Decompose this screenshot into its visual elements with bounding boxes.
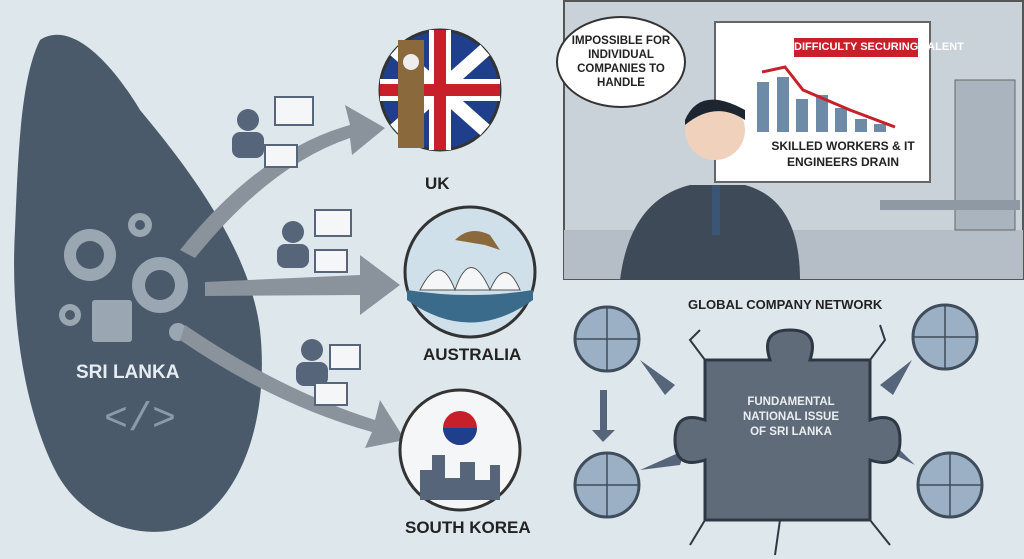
businessman	[620, 185, 800, 280]
server-icon	[92, 300, 132, 342]
south-korea-label: SOUTH KOREA	[405, 518, 531, 537]
declining-bar-chart	[757, 77, 886, 132]
migration-arrows	[180, 105, 405, 448]
code-icon: </>	[104, 398, 176, 443]
puzzle-text: FUNDAMENTAL NATIONAL ISSUE OF SRI LANKA	[742, 396, 840, 438]
crack-lines	[688, 324, 891, 556]
board-caption: SKILLED WORKERS & IT ENGINEERS DRAIN	[771, 139, 915, 169]
south-korea-icon	[398, 388, 522, 512]
australia-icon	[403, 205, 537, 339]
worker-icon	[232, 109, 328, 386]
laptop-icon	[264, 96, 361, 406]
sri-lanka-label: SRI LANKA	[76, 362, 180, 383]
puzzle-piece-icon	[673, 328, 902, 522]
australia-label: AUSTRALIA	[423, 345, 522, 364]
difficulty-callout: DIFFICULTY SECURING TALENT	[794, 38, 964, 57]
uk-label: UK	[425, 174, 450, 193]
network-title: GLOBAL COMPANY NETWORK	[688, 297, 883, 312]
thought-bubble: IMPOSSIBLE FOR INDIVIDUAL COMPANIES TO H…	[556, 16, 686, 108]
uk-flag-icon	[378, 28, 502, 152]
desk	[880, 200, 1020, 210]
